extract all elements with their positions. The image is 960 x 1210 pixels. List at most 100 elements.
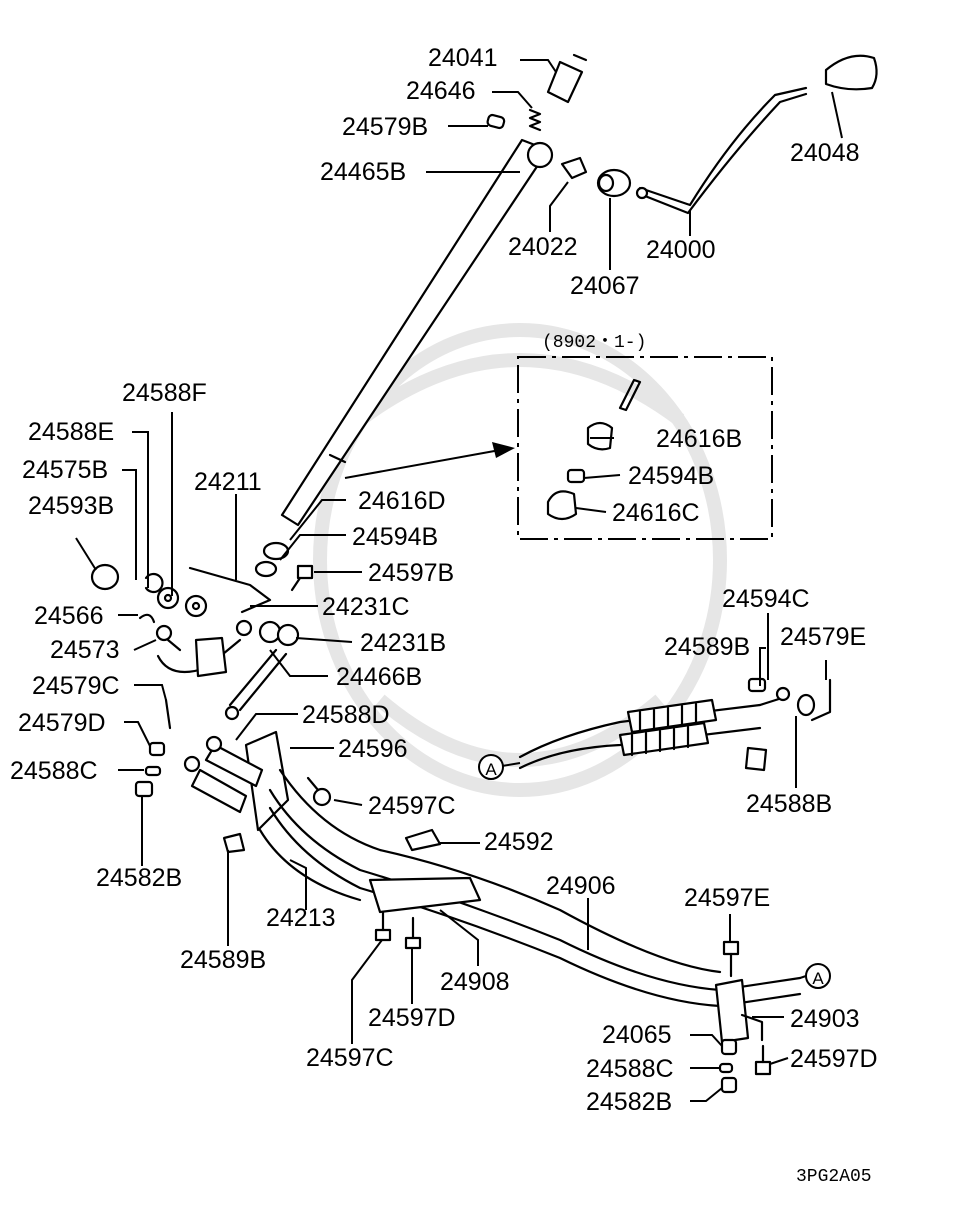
bolt-24597D-right: [754, 1044, 772, 1076]
drawing-code: 3PG2A05: [796, 1167, 872, 1187]
clip-24566: [138, 613, 156, 624]
label-24065: 24065: [602, 1021, 672, 1049]
label-24596: 24596: [338, 735, 408, 763]
ref-marker-a-left: A: [478, 754, 504, 780]
label-24582B-right: 24582B: [586, 1088, 672, 1116]
label-24231C: 24231C: [322, 593, 410, 621]
bushing-24579D: [148, 741, 166, 757]
label-24597C-lower: 24597C: [306, 1044, 394, 1072]
cable-bracket-24908: [368, 876, 482, 914]
nut-24582B-right: [720, 1076, 738, 1094]
clip-24065: [720, 1038, 738, 1056]
label-24592: 24592: [484, 828, 554, 856]
washer-24588E: [156, 586, 180, 610]
washer-24588F: [184, 594, 208, 618]
washer-24588B: [796, 693, 816, 717]
label-24908: 24908: [440, 968, 510, 996]
label-24582B-left: 24582B: [96, 864, 182, 892]
label-24616C: 24616C: [612, 499, 700, 527]
label-24022: 24022: [508, 233, 578, 261]
label-24594B: 24594B: [352, 523, 438, 551]
label-24646: 24646: [406, 77, 476, 105]
label-24588E: 24588E: [28, 418, 114, 446]
bushing-24594B: [254, 560, 278, 578]
pin-24579E: [810, 678, 832, 722]
leader-lines: [75, 59, 843, 1102]
label-24589B-left: 24589B: [180, 946, 266, 974]
label-24466B: 24466B: [336, 663, 422, 691]
arrow-to-inset: [344, 442, 515, 479]
shift-cables: [258, 768, 802, 1008]
label-24573: 24573: [50, 636, 120, 664]
ref-marker-a-right: A: [805, 963, 831, 989]
nut-24582B-left: [134, 780, 154, 798]
label-24597D-left: 24597D: [368, 1004, 456, 1032]
label-24588C-right: 24588C: [586, 1055, 674, 1083]
joint-24231B: [258, 620, 300, 647]
watermark-emblem: [313, 323, 727, 797]
label-24588D: 24588D: [302, 701, 390, 729]
svg-text:A: A: [485, 760, 497, 779]
cable-end-boots: [183, 735, 264, 814]
small-pin: [486, 113, 506, 130]
label-24579D: 24579D: [18, 709, 106, 737]
pin-24579C: [164, 698, 172, 730]
label-24579C: 24579C: [32, 672, 120, 700]
bolt-24597D-left: [404, 916, 422, 950]
joint-24231C: [235, 619, 253, 637]
label-24597B: 24597B: [368, 559, 454, 587]
label-24589B-right: 24589B: [664, 633, 750, 661]
bolt-24573: [155, 624, 182, 652]
bracket-24903: [714, 978, 764, 1044]
cable-assembly-right: [518, 677, 791, 770]
bushing-24593B: [90, 563, 120, 591]
clamp-24592: [404, 828, 442, 852]
label-24041: 24041: [428, 44, 498, 72]
cable-bracket-24596: [244, 730, 290, 832]
clip-24589B-left: [222, 832, 246, 854]
lever-24466B: [224, 648, 288, 721]
label-24579B: 24579B: [342, 113, 428, 141]
label-24566: 24566: [34, 602, 104, 630]
lever-spring: [528, 108, 542, 132]
label-24594C: 24594C: [722, 585, 810, 613]
bushing-24067: [596, 168, 632, 198]
label-24616B: 24616B: [656, 425, 742, 453]
svg-text:A: A: [812, 969, 824, 988]
label-24588F: 24588F: [122, 379, 207, 407]
washer-24588C-left: [144, 765, 162, 777]
label-24213: 24213: [266, 904, 336, 932]
lever-bracket-24211: [156, 566, 272, 678]
label-24597E: 24597E: [684, 884, 770, 912]
shift-lever-rod: [280, 138, 554, 527]
bolt-24597E: [722, 940, 740, 978]
bushing-24616D: [262, 541, 290, 561]
bolt-24597C-upper: [306, 776, 332, 807]
shift-lever-assembly: [635, 86, 808, 215]
snap-ring-24575B: [144, 572, 164, 594]
label-24903: 24903: [790, 1005, 860, 1033]
label-24906: 24906: [546, 872, 616, 900]
label-24588C-left: 24588C: [10, 757, 98, 785]
clip-24589B-right: [744, 746, 768, 772]
inset-title: (8902・1-): [542, 333, 646, 353]
label-24593B: 24593B: [28, 492, 114, 520]
label-24211: 24211: [194, 468, 262, 496]
label-24465B: 24465B: [320, 158, 406, 186]
label-inset-24594B: 24594B: [628, 462, 714, 490]
label-24575B: 24575B: [22, 456, 108, 484]
gearshift-knob: [824, 54, 878, 91]
label-24231B: 24231B: [360, 629, 446, 657]
label-24616D: 24616D: [358, 487, 446, 515]
inset-box: [517, 356, 773, 540]
label-24588B: 24588B: [746, 790, 832, 818]
label-24597C-upper: 24597C: [368, 792, 456, 820]
bushing-24022: [560, 156, 588, 180]
label-24579E: 24579E: [780, 623, 866, 651]
label-24067: 24067: [570, 272, 640, 300]
bolt-24597B: [290, 564, 314, 592]
lever-top-pin: [546, 53, 588, 104]
part-labels: 24041 24646 24579B 24465B 24048 24022 24…: [10, 44, 878, 1187]
label-24048: 24048: [790, 139, 860, 167]
